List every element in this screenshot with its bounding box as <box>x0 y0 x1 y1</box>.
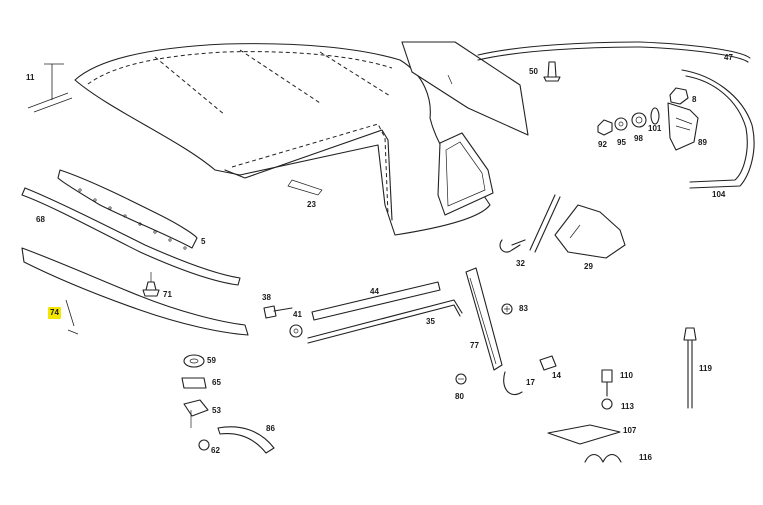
part-label-32: 32 <box>516 259 525 268</box>
part-label-92: 92 <box>598 140 607 149</box>
part-label-14: 14 <box>552 371 561 380</box>
part-label-95: 95 <box>617 138 626 147</box>
part-label-104: 104 <box>712 190 726 199</box>
part-label-29: 29 <box>584 262 593 271</box>
part-label-107: 107 <box>623 426 637 435</box>
bow-74-part <box>21 247 249 336</box>
part-label-110: 110 <box>620 371 633 380</box>
part-label-44: 44 <box>370 287 379 296</box>
part-label-59: 59 <box>207 356 216 365</box>
bow-5-part <box>57 169 198 249</box>
part-label-65: 65 <box>212 378 221 387</box>
part-label-8: 8 <box>692 95 697 104</box>
part-label-62: 62 <box>211 446 220 455</box>
part-label-86: 86 <box>266 424 275 433</box>
part-label-83: 83 <box>519 304 528 313</box>
part-label-50: 50 <box>529 67 538 76</box>
trim-rail-part <box>477 41 751 59</box>
part-label-47: 47 <box>724 53 733 62</box>
rod-44-part <box>311 281 441 321</box>
rear-window-part <box>401 41 529 136</box>
part-label-113: 113 <box>621 402 634 411</box>
part-label-17: 17 <box>526 378 535 387</box>
part-label-74-highlighted[interactable]: 74 <box>48 307 61 319</box>
part-label-89: 89 <box>698 138 707 147</box>
side-window-part <box>554 204 626 259</box>
part-label-5: 5 <box>201 237 206 246</box>
part-label-80: 80 <box>455 392 464 401</box>
part-label-11: 11 <box>26 73 35 82</box>
part-label-77: 77 <box>470 341 479 350</box>
part-label-68: 68 <box>36 215 45 224</box>
soft-top-part <box>74 43 494 236</box>
bracket-107-part <box>547 424 621 445</box>
part-label-98: 98 <box>634 134 643 143</box>
part-label-35: 35 <box>426 317 435 326</box>
part-label-116: 116 <box>639 453 652 462</box>
part-label-71: 71 <box>163 290 172 299</box>
part-label-23: 23 <box>307 200 316 209</box>
part-label-53: 53 <box>212 406 221 415</box>
part-label-119: 119 <box>699 364 712 373</box>
part-label-101: 101 <box>648 124 662 133</box>
part-label-38: 38 <box>262 293 271 302</box>
part-label-41: 41 <box>293 310 302 319</box>
